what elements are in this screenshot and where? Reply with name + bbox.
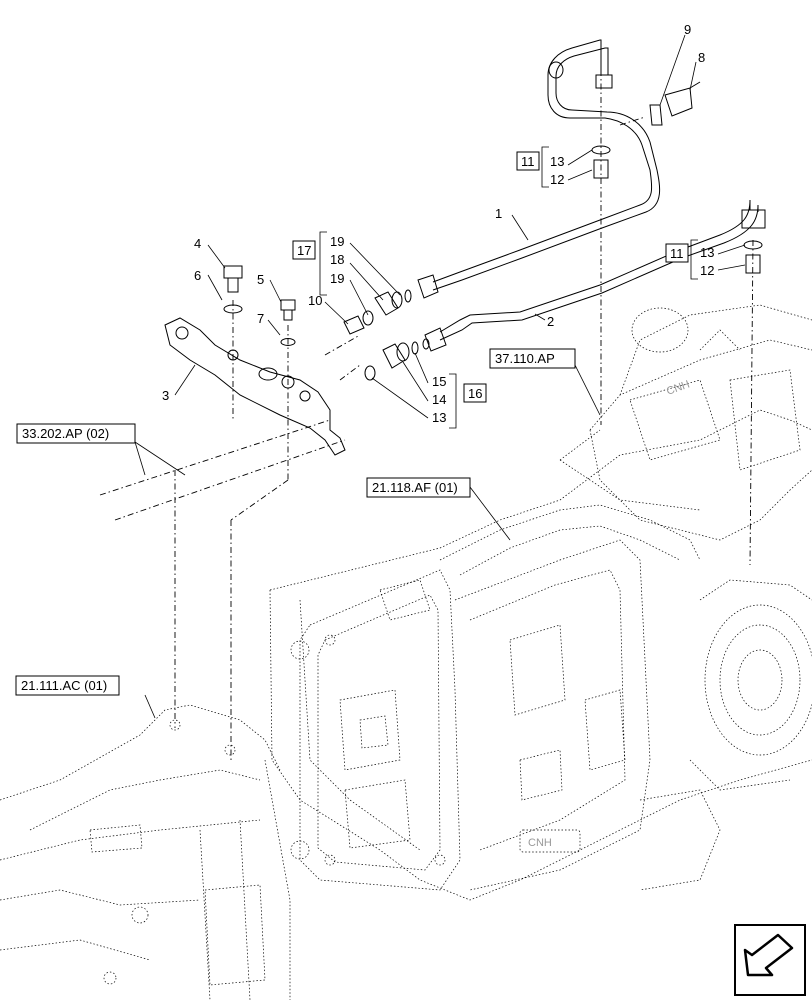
assembly-box-11a bbox=[516, 151, 540, 171]
callout-14: 14 bbox=[432, 392, 446, 407]
callout-13b: 13 bbox=[700, 245, 714, 260]
ref-21-118-af[interactable]: 21.118.AF (01) bbox=[372, 480, 458, 495]
ref-33-202-ap[interactable]: 33.202.AP (02) bbox=[22, 426, 109, 441]
union-fitting-17 bbox=[343, 289, 412, 335]
assembly-box-17 bbox=[292, 240, 316, 260]
callout-leaders bbox=[134, 34, 746, 719]
assembly-11a: 11 bbox=[521, 154, 535, 169]
callout-3: 3 bbox=[162, 388, 169, 403]
callout-12a: 12 bbox=[550, 172, 564, 187]
bracket-3 bbox=[164, 317, 346, 456]
ref-37-110-ap[interactable]: 37.110.AP bbox=[495, 351, 555, 366]
arrow-nav-icon[interactable] bbox=[734, 924, 806, 996]
housing-logo: CNH bbox=[528, 837, 552, 849]
assembly-16: 16 bbox=[468, 386, 482, 401]
callout-13c: 13 bbox=[432, 410, 446, 425]
callout-13a: 13 bbox=[550, 154, 564, 169]
callout-8: 8 bbox=[698, 50, 705, 65]
callout-15: 15 bbox=[432, 374, 446, 389]
callout-19a: 19 bbox=[330, 234, 344, 249]
assembly-box-11b bbox=[665, 243, 689, 263]
assembly-brackets bbox=[319, 146, 698, 429]
callout-2: 2 bbox=[547, 314, 554, 329]
assembly-17: 17 bbox=[297, 243, 311, 258]
bolt-4 bbox=[223, 265, 243, 314]
callout-6: 6 bbox=[194, 268, 201, 283]
callout-18: 18 bbox=[330, 252, 344, 267]
bolt-5 bbox=[280, 299, 296, 346]
ref-box-33-202-ap[interactable] bbox=[16, 423, 136, 444]
pipe-2 bbox=[424, 199, 766, 352]
reference-labels[interactable]: 37.110.AP 33.202.AP (02) 21.118.AF (01) … bbox=[15, 348, 576, 696]
ref-21-111-ac[interactable]: 21.111.AC (01) bbox=[21, 678, 107, 693]
transmission-housing: CNH bbox=[269, 409, 812, 901]
callout-19b: 19 bbox=[330, 271, 344, 286]
assembly-box-16 bbox=[463, 383, 487, 403]
left-housing bbox=[0, 704, 291, 1000]
callout-5: 5 bbox=[257, 272, 264, 287]
union-fitting-16 bbox=[364, 338, 430, 381]
callout-12b: 12 bbox=[700, 263, 714, 278]
assembly-11b: 11 bbox=[670, 246, 684, 261]
ref-box-21-111-ac[interactable] bbox=[15, 675, 120, 696]
callout-1: 1 bbox=[495, 206, 502, 221]
callout-9: 9 bbox=[684, 22, 691, 37]
cover-logo: CNH bbox=[665, 378, 692, 397]
fitting-12a bbox=[591, 145, 611, 179]
callout-4: 4 bbox=[194, 236, 201, 251]
ref-box-37-110-ap[interactable] bbox=[489, 348, 576, 369]
assembly-boxes: 17 16 11 11 bbox=[292, 151, 689, 403]
callout-7: 7 bbox=[257, 311, 264, 326]
callout-numbers: 9 8 1 2 3 4 6 5 7 10 19 18 19 15 14 13 1… bbox=[162, 22, 714, 425]
hydraulic-cover: CNH bbox=[559, 304, 812, 541]
pipe-1 bbox=[417, 39, 661, 299]
ref-box-21-118-af[interactable] bbox=[366, 477, 471, 498]
callout-10: 10 bbox=[308, 293, 322, 308]
clip-8-9 bbox=[649, 81, 701, 126]
center-lines bbox=[99, 70, 754, 760]
